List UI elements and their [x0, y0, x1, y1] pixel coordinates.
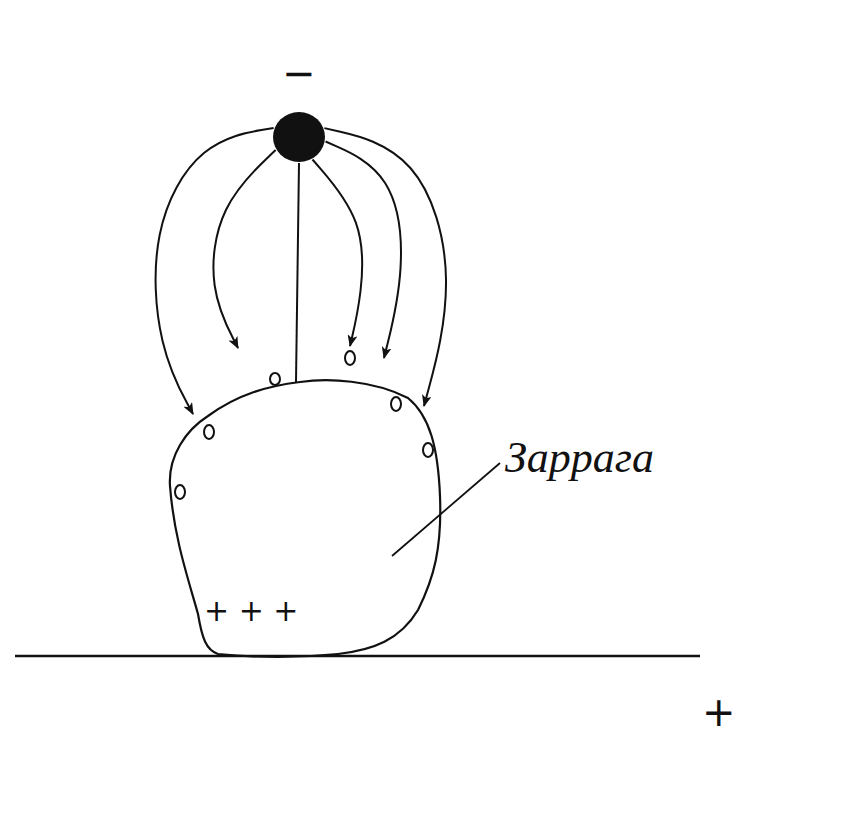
bubble — [204, 425, 214, 439]
charge-signs: + + + — [204, 596, 298, 626]
bubbles — [175, 351, 433, 499]
leader-line — [392, 463, 500, 556]
bubble — [175, 485, 185, 499]
grain-outline: + + + — [168, 378, 443, 658]
electrode-fill — [273, 112, 325, 162]
field-line — [313, 160, 363, 346]
bubble — [391, 397, 401, 411]
field-line — [324, 128, 446, 406]
part-name: Заррага — [505, 436, 654, 480]
dot-shape — [272, 111, 326, 163]
bubble — [423, 443, 433, 457]
grain-path — [170, 380, 440, 657]
blob-shape — [168, 378, 443, 658]
electrode-dot: − — [272, 111, 326, 163]
field-line — [296, 163, 299, 382]
ground-line — [15, 655, 700, 658]
bubble — [345, 351, 355, 365]
polarity-sign: − — [282, 53, 316, 93]
field-line — [156, 128, 274, 414]
field-line — [326, 142, 401, 358]
field-line — [213, 150, 275, 348]
polarity-sign: + — [702, 692, 736, 732]
bubble — [270, 373, 280, 385]
